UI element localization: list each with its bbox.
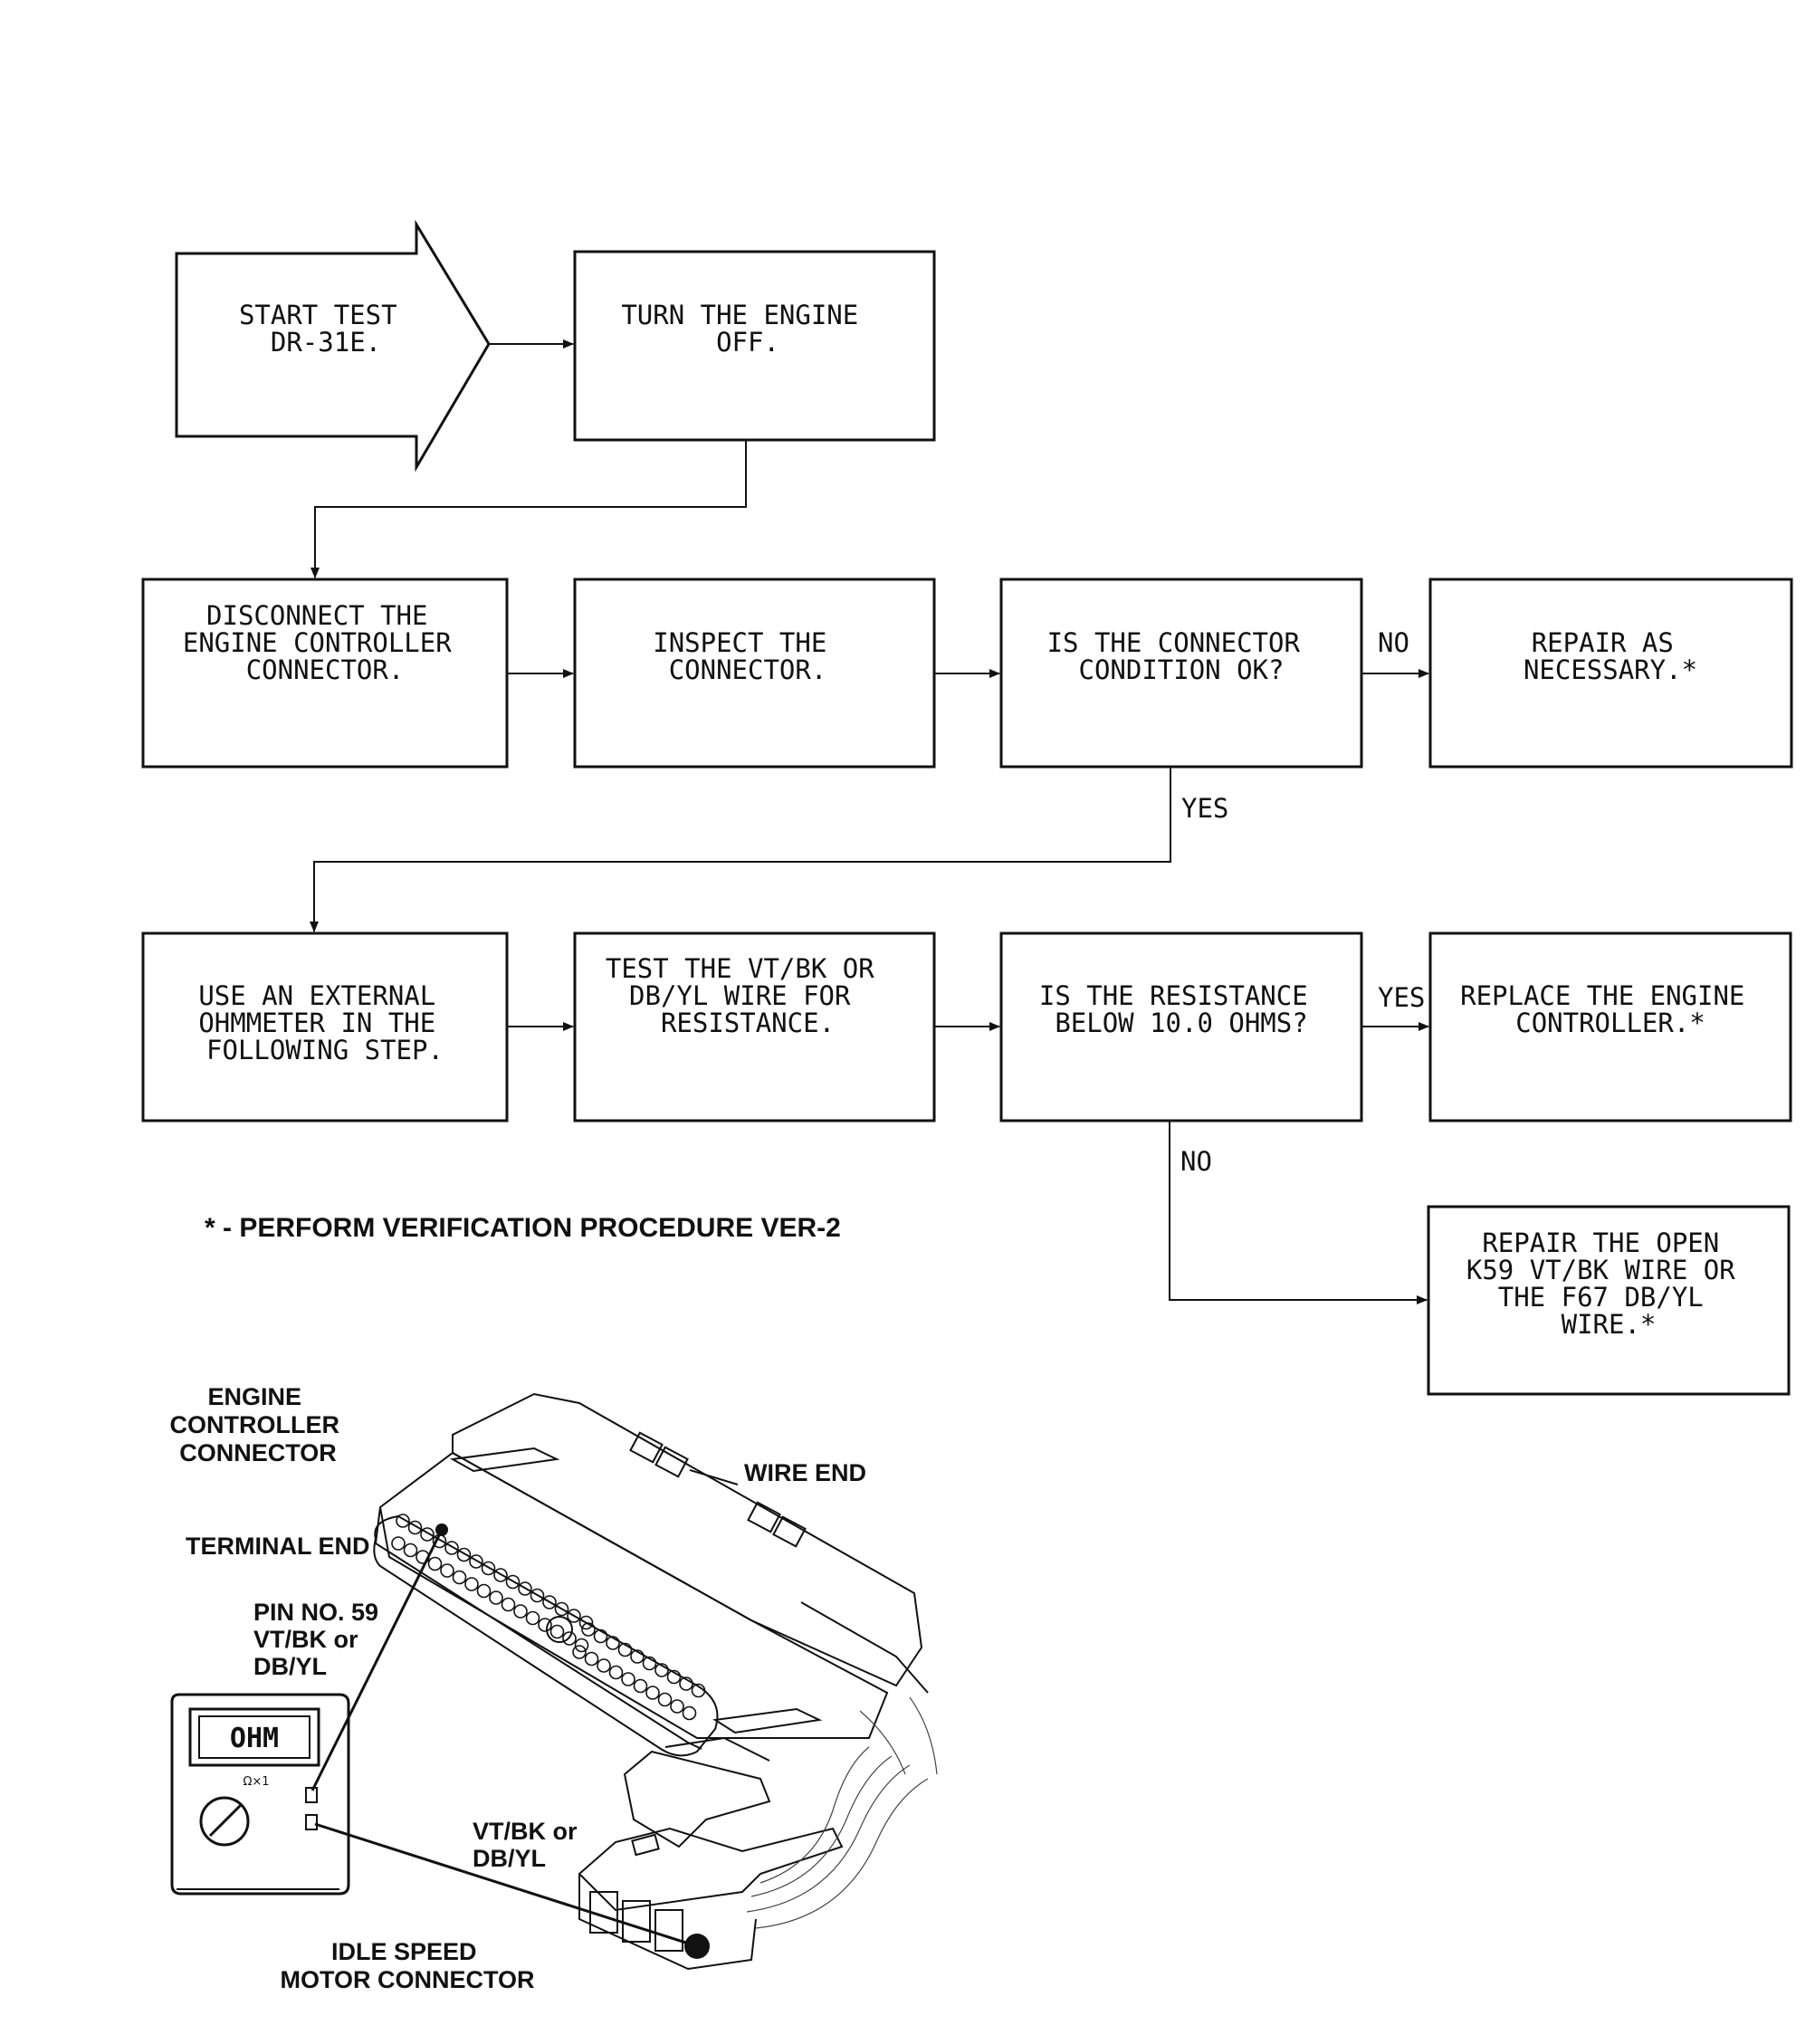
repair-open-wire-label: REPAIR THE OPEN K59 VT/BK WIRE OR THE F6…	[1466, 1227, 1751, 1340]
connector-pin	[549, 1624, 565, 1639]
repair-as-necessary-label: REPAIR AS NECESSARY.*	[1524, 627, 1697, 685]
connector-pin	[513, 1604, 528, 1619]
connector-pin	[621, 1672, 635, 1686]
connector-pin	[562, 1631, 577, 1646]
connector-pin	[391, 1536, 406, 1551]
connector-pin	[530, 1588, 545, 1603]
condition-no-label: NO	[1378, 627, 1409, 658]
connector-pin	[427, 1556, 443, 1571]
connector-illustration: ENGINE CONTROLLER CONNECTOR WIRE END TER…	[170, 1383, 938, 1993]
resistance-check-label: IS THE RESISTANCE BELOW 10.0 OHMS?	[1039, 980, 1323, 1038]
connector-pin	[489, 1590, 503, 1605]
engine-controller-connector	[373, 1392, 929, 1757]
connector-pin	[476, 1583, 492, 1599]
connector-pin	[593, 1629, 608, 1644]
connector-pin	[554, 1601, 569, 1617]
connector-pin	[642, 1656, 657, 1671]
connector-pin	[682, 1705, 697, 1721]
connector-pin	[691, 1683, 706, 1698]
connector-pin	[679, 1676, 693, 1691]
idle-speed-motor-connector	[578, 1696, 938, 1971]
edge-resistance-no	[1169, 1121, 1428, 1304]
turn-engine-off-label: TURN THE ENGINE OFF.	[621, 300, 874, 358]
ohmmeter-display	[188, 1707, 320, 1767]
disconnect-connector-label: DISCONNECT THE ENGINE CONTROLLER CONNECT…	[183, 600, 467, 685]
connector-pin	[574, 1638, 589, 1653]
terminal-end-label: TERMINAL END	[186, 1533, 370, 1560]
connector-pin	[666, 1669, 682, 1685]
ohmmeter-jack-bottom	[305, 1814, 318, 1830]
engine-controller-connector-label: ENGINE CONTROLLER CONNECTOR	[170, 1383, 347, 1466]
connector-pin	[444, 1541, 459, 1555]
replace-controller-label: REPLACE THE ENGINE CONTROLLER.*	[1460, 980, 1761, 1038]
connector-pin	[538, 1618, 552, 1632]
connector-pin	[606, 1636, 620, 1650]
connector-pin	[630, 1649, 645, 1664]
test-wire-label: TEST THE VT/BK OR DB/YL WIRE FOR RESISTA…	[606, 953, 890, 1038]
connector-pin	[578, 1615, 594, 1630]
connector-pin	[657, 1692, 673, 1707]
motor-wire-label: VT/BK or DB/YL	[473, 1818, 584, 1872]
connector-pin	[420, 1527, 435, 1542]
ohmmeter-dial	[199, 1796, 250, 1847]
connector-condition-label: IS THE CONNECTOR CONDITION OK?	[1047, 627, 1316, 685]
connector-pin	[584, 1651, 599, 1667]
connector-pin	[464, 1577, 479, 1591]
connector-pin	[452, 1570, 467, 1585]
ohmmeter-jack-top	[305, 1787, 318, 1803]
edge-turn-off-to-disconnect	[310, 440, 747, 578]
ohmmeter: OHM Ω×1	[170, 1693, 350, 1896]
resistance-no-label: NO	[1180, 1146, 1212, 1177]
connector-pin	[633, 1678, 648, 1694]
connector-pin	[469, 1554, 483, 1569]
test-lead-to-motor	[314, 1822, 698, 1948]
use-ohmmeter-label: USE AN EXTERNAL OHMMETER IN THE FOLLOWIN…	[198, 980, 451, 1065]
ohmmeter-display-text: OHM	[230, 1723, 279, 1754]
connector-pin	[542, 1595, 557, 1609]
start-test-label: START TEST DR-31E.	[239, 300, 413, 358]
wire-end-label: WIRE END	[744, 1459, 866, 1486]
connector-pin	[396, 1514, 410, 1528]
edge-condition-yes	[310, 767, 1171, 932]
connector-pin	[518, 1581, 532, 1596]
repair-open-wire-box	[1427, 1205, 1791, 1396]
pin-59-label: PIN NO. 59 VT/BK or DB/YL	[253, 1599, 386, 1680]
connector-pin	[501, 1597, 516, 1612]
verification-note: * - PERFORM VERIFICATION PROCEDURE VER-2	[205, 1213, 841, 1243]
connector-pin	[617, 1642, 633, 1657]
inspect-connector-label: INSPECT THE CONNECTOR.	[653, 627, 843, 685]
connector-pin	[567, 1609, 581, 1623]
connector-pin	[572, 1645, 587, 1659]
connector-pin	[456, 1547, 472, 1562]
start-test-arrow-shape	[175, 219, 491, 473]
connector-pin	[608, 1665, 624, 1680]
connector-pin	[440, 1563, 454, 1578]
connector-pin	[645, 1686, 660, 1700]
connector-pin	[493, 1568, 508, 1582]
connector-pin	[525, 1610, 540, 1626]
repair-as-necessary-box	[1428, 578, 1793, 769]
connector-pin	[581, 1622, 596, 1637]
turn-engine-off-box	[573, 250, 936, 442]
connector-pin	[670, 1699, 684, 1714]
connector-pin	[505, 1574, 521, 1590]
resistance-yes-label: YES	[1378, 982, 1425, 1013]
connector-pin	[597, 1658, 611, 1673]
replace-controller-box	[1428, 931, 1792, 1122]
connector-pin	[403, 1543, 418, 1558]
test-lead-to-pin-59	[310, 1529, 444, 1791]
connector-pin	[654, 1663, 669, 1677]
condition-yes-label: YES	[1181, 793, 1228, 824]
idle-speed-motor-connector-label: IDLE SPEED MOTOR CONNECTOR	[280, 1938, 534, 1993]
connector-pin	[407, 1520, 423, 1535]
ohmmeter-range-label: Ω×1	[243, 1775, 269, 1789]
connector-pin	[481, 1561, 496, 1576]
